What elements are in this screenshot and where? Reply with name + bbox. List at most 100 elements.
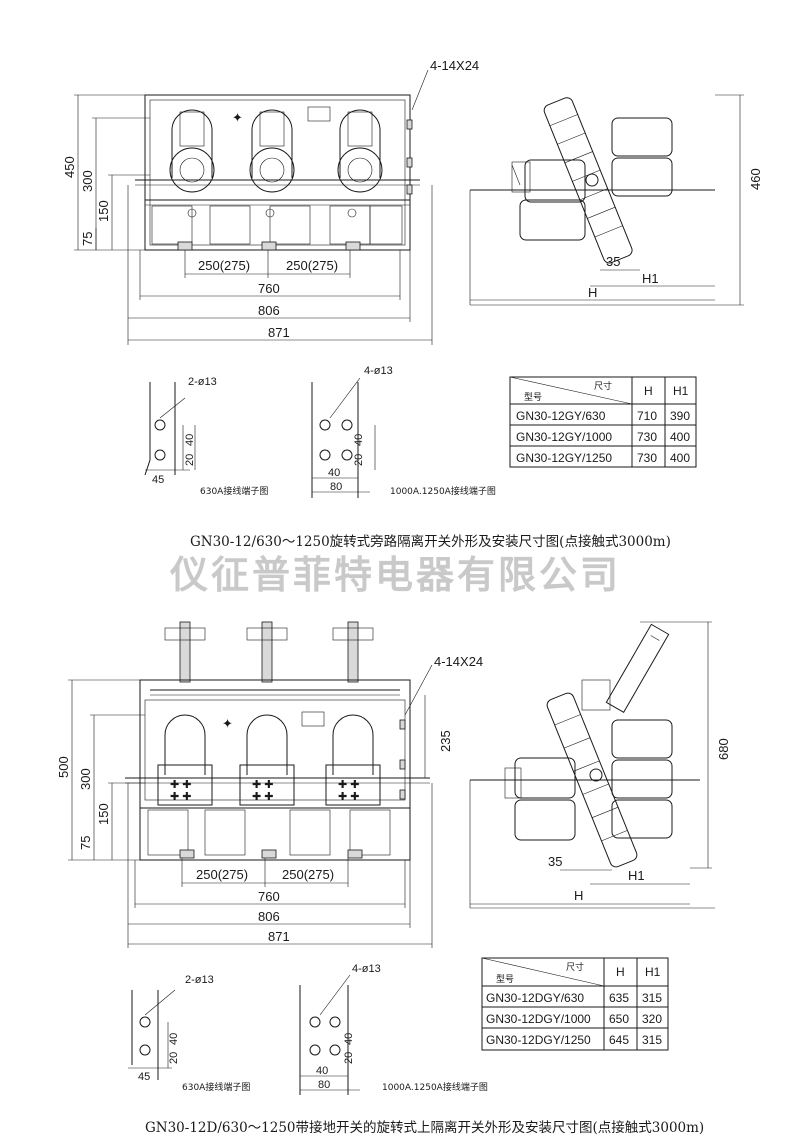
mount-hole-label-1: 4-14X24 xyxy=(430,58,479,73)
terminal-1250-hole-1: 4-ø13 xyxy=(364,365,393,377)
terminal-1250-d40v-2: 40 xyxy=(343,1033,355,1045)
terminal-1250-d40h-1: 40 xyxy=(328,467,340,479)
phase-a-insulator xyxy=(169,109,215,193)
svg-text:✚ ✚: ✚ ✚ xyxy=(170,791,192,803)
table2-row3-model: GN30-12DGY/1250 xyxy=(486,1033,591,1047)
dim-235: 235 xyxy=(438,730,453,752)
phase-a-insulator-2: ✚ ✚ ✚ ✚ xyxy=(157,714,213,806)
table2-row3-H: 645 xyxy=(609,1033,629,1047)
dim-side-H-2: H xyxy=(574,888,583,903)
terminal-1250-label-2: 1000A.1250A接线端子图 xyxy=(382,1081,488,1093)
dim-side-height-1: 460 xyxy=(748,168,763,190)
table2-row2-model: GN30-12DGY/1000 xyxy=(486,1012,591,1026)
table2-header-H: H xyxy=(616,965,625,979)
dim-side-H-1: H xyxy=(588,285,597,300)
phase-b-insulator xyxy=(249,109,295,193)
dim-pitch-b-2: 250(275) xyxy=(282,867,334,882)
table1-header-size: 尺寸 xyxy=(594,380,612,392)
table2-header-model: 型号 xyxy=(496,974,514,985)
dim-760-2: 760 xyxy=(258,889,280,904)
dim-150: 150 xyxy=(96,200,111,222)
terminal-630-d20-2: 20 xyxy=(168,1052,180,1064)
dim-pitch-b: 250(275) xyxy=(286,258,338,273)
dim-300: 300 xyxy=(80,170,95,192)
front-view-1: ✦ xyxy=(135,69,429,251)
svg-text:✚ ✚: ✚ ✚ xyxy=(252,779,274,791)
terminal-630-hole-2: 2-ø13 xyxy=(185,974,214,986)
terminal-1250-view-1 xyxy=(311,377,376,498)
terminal-1250-d40h-2: 40 xyxy=(316,1065,328,1077)
terminal-1250-view-2 xyxy=(299,974,360,1095)
table1-header-H: H xyxy=(644,384,653,398)
table1-header-H1: H1 xyxy=(673,384,689,398)
terminal-630-label-2: 630A接线端子图 xyxy=(182,1081,250,1093)
terminal-630-d20-1: 20 xyxy=(184,454,196,466)
dim-150-2: 150 xyxy=(96,803,111,825)
table2-row1-model: GN30-12DGY/630 xyxy=(486,991,584,1005)
terminal-630-label-1: 630A接线端子图 xyxy=(200,485,268,497)
table2-row3-H1: 315 xyxy=(642,1033,662,1047)
dim-75: 75 xyxy=(80,232,95,246)
terminal-630-d40-2: 40 xyxy=(168,1033,180,1045)
table1-row3-H1: 400 xyxy=(670,451,690,465)
terminal-1250-d40v-1: 40 xyxy=(353,434,365,446)
dim-pitch-a-2: 250(275) xyxy=(196,867,248,882)
table1-row2-H1: 400 xyxy=(670,430,690,444)
table2-row1-H1: 315 xyxy=(642,991,662,1005)
phase-c-insulator-2: ✚ ✚ ✚ ✚ xyxy=(325,714,381,806)
dim-300-2: 300 xyxy=(78,768,93,790)
table1-row2-H: 730 xyxy=(637,430,657,444)
watermark-text: 仪征普菲特电器有限公司 xyxy=(169,553,621,597)
dim-806: 806 xyxy=(258,303,280,318)
svg-text:✚ ✚: ✚ ✚ xyxy=(170,779,192,791)
dim-450: 450 xyxy=(62,156,77,178)
table1-row3-model: GN30-12GY/1250 xyxy=(516,451,612,465)
caption-2: GN30-12D/630～1250带接地开关的旋转式上隔离开关外形及安装尺寸图(… xyxy=(145,1119,704,1136)
table1-row3-H: 730 xyxy=(637,451,657,465)
dim-760: 760 xyxy=(258,281,280,296)
caption-1: GN30-12/630～1250旋转式旁路隔离开关外形及安装尺寸图(点接触式30… xyxy=(190,533,671,550)
horizontal-dims-1 xyxy=(127,185,433,345)
dim-side-height-2: 680 xyxy=(716,738,731,760)
terminal-1250-label-1: 1000A.1250A接线端子图 xyxy=(390,485,496,497)
terminal-630-hole-1: 2-ø13 xyxy=(188,376,217,388)
table2-row2-H: 650 xyxy=(609,1012,629,1026)
svg-text:✦: ✦ xyxy=(232,110,243,125)
mount-hole-label-2: 4-14X24 xyxy=(434,654,483,669)
horizontal-dims-2 xyxy=(127,783,433,948)
phase-c-insulator xyxy=(337,109,383,193)
side-view-2 xyxy=(469,621,715,909)
terminal-630-view-1 xyxy=(144,382,196,476)
terminal-1250-d80-2: 80 xyxy=(318,1079,330,1091)
dim-side-35-2: 35 xyxy=(548,854,562,869)
svg-text:✦: ✦ xyxy=(222,716,233,731)
svg-text:✚ ✚: ✚ ✚ xyxy=(252,791,274,803)
front-view-2: ✚ ✚ ✚ ✚ ✚ ✚ ✚ ✚ ✚ ✚ ✚ ✚ ✦ xyxy=(125,621,433,861)
table1-header-model: 型号 xyxy=(524,392,542,403)
svg-text:✚ ✚: ✚ ✚ xyxy=(338,779,360,791)
terminal-630-view-2 xyxy=(128,989,176,1080)
vertical-dims-1 xyxy=(74,94,150,251)
terminal-630-d40-1: 40 xyxy=(184,434,196,446)
phase-b-insulator-2: ✚ ✚ ✚ ✚ xyxy=(239,714,295,806)
dim-side-35-1: 35 xyxy=(606,254,620,269)
table2-header-H1: H1 xyxy=(645,965,661,979)
table1-row2-model: GN30-12GY/1000 xyxy=(516,430,612,444)
dim-pitch-a: 250(275) xyxy=(198,258,250,273)
terminal-1250-hole-2: 4-ø13 xyxy=(352,963,381,975)
dim-871: 871 xyxy=(268,325,290,340)
table1-row1-H1: 390 xyxy=(670,409,690,423)
table1-row1-H: 710 xyxy=(637,409,657,423)
table2-row2-H1: 320 xyxy=(642,1012,662,1026)
dim-806-2: 806 xyxy=(258,909,280,924)
table2-header-size: 尺寸 xyxy=(566,961,584,973)
svg-text:✚ ✚: ✚ ✚ xyxy=(338,791,360,803)
terminal-630-d45-1: 45 xyxy=(152,474,164,486)
dim-500: 500 xyxy=(56,756,71,778)
spec-table-2 xyxy=(481,957,669,1051)
terminal-1250-d20-2: 20 xyxy=(343,1052,355,1064)
dim-75-2: 75 xyxy=(78,836,93,850)
side-view-1 xyxy=(469,94,744,306)
dim-side-H1-1: H1 xyxy=(642,271,659,286)
